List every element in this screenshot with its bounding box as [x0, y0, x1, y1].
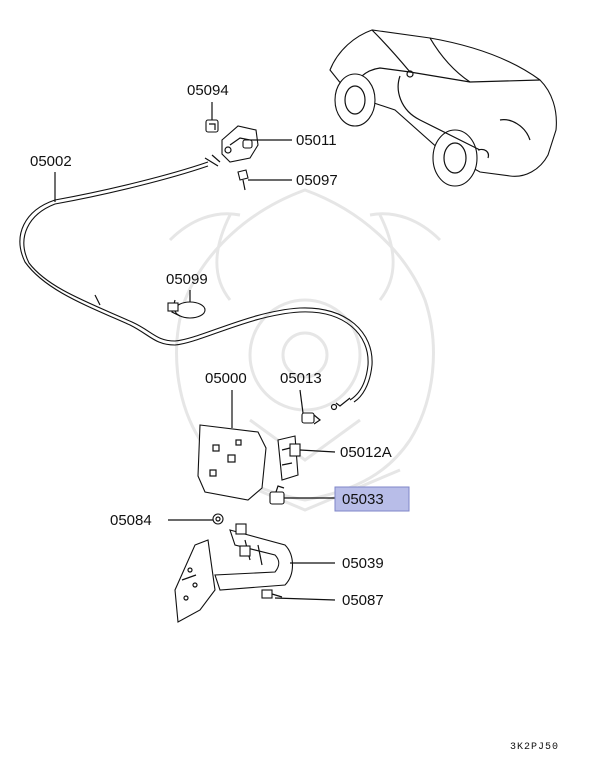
- bolt-05087: [261, 589, 283, 599]
- label-05087[interactable]: 05087: [342, 592, 384, 609]
- label-05002[interactable]: 05002: [30, 153, 72, 170]
- highlight-box-05033: [334, 486, 410, 512]
- bracket-05012A: [277, 435, 301, 481]
- grommet-05084: [212, 513, 224, 525]
- label-05011[interactable]: 05011: [296, 132, 337, 149]
- label-05097[interactable]: 05097: [296, 172, 338, 189]
- catch-05033: [269, 485, 285, 505]
- diagram-code: 3K2PJ50: [510, 742, 559, 753]
- clamp-05099: [167, 299, 206, 319]
- label-05084[interactable]: 05084: [110, 512, 152, 529]
- watermark-emblem: [168, 188, 442, 512]
- screw-05097: [237, 169, 249, 191]
- label-05012A[interactable]: 05012A: [340, 444, 392, 461]
- hinge-05039: [174, 523, 294, 623]
- leader-lines: [54, 102, 336, 601]
- label-05000[interactable]: 05000: [205, 370, 247, 387]
- label-05039[interactable]: 05039: [342, 555, 384, 572]
- vehicle-outline: [329, 29, 557, 187]
- label-05033[interactable]: 05033: [342, 491, 384, 508]
- clip-05094: [205, 119, 219, 133]
- label-05099[interactable]: 05099: [166, 271, 208, 288]
- fuel-lid-panel-05000: [197, 424, 267, 501]
- lever-05011: [221, 125, 259, 163]
- part-labels: 05094 05011 05002 05097 05099 05000 0501…: [30, 82, 392, 609]
- label-05094[interactable]: 05094: [187, 82, 229, 99]
- clip-05013: [301, 412, 322, 425]
- label-05013[interactable]: 05013: [280, 370, 322, 387]
